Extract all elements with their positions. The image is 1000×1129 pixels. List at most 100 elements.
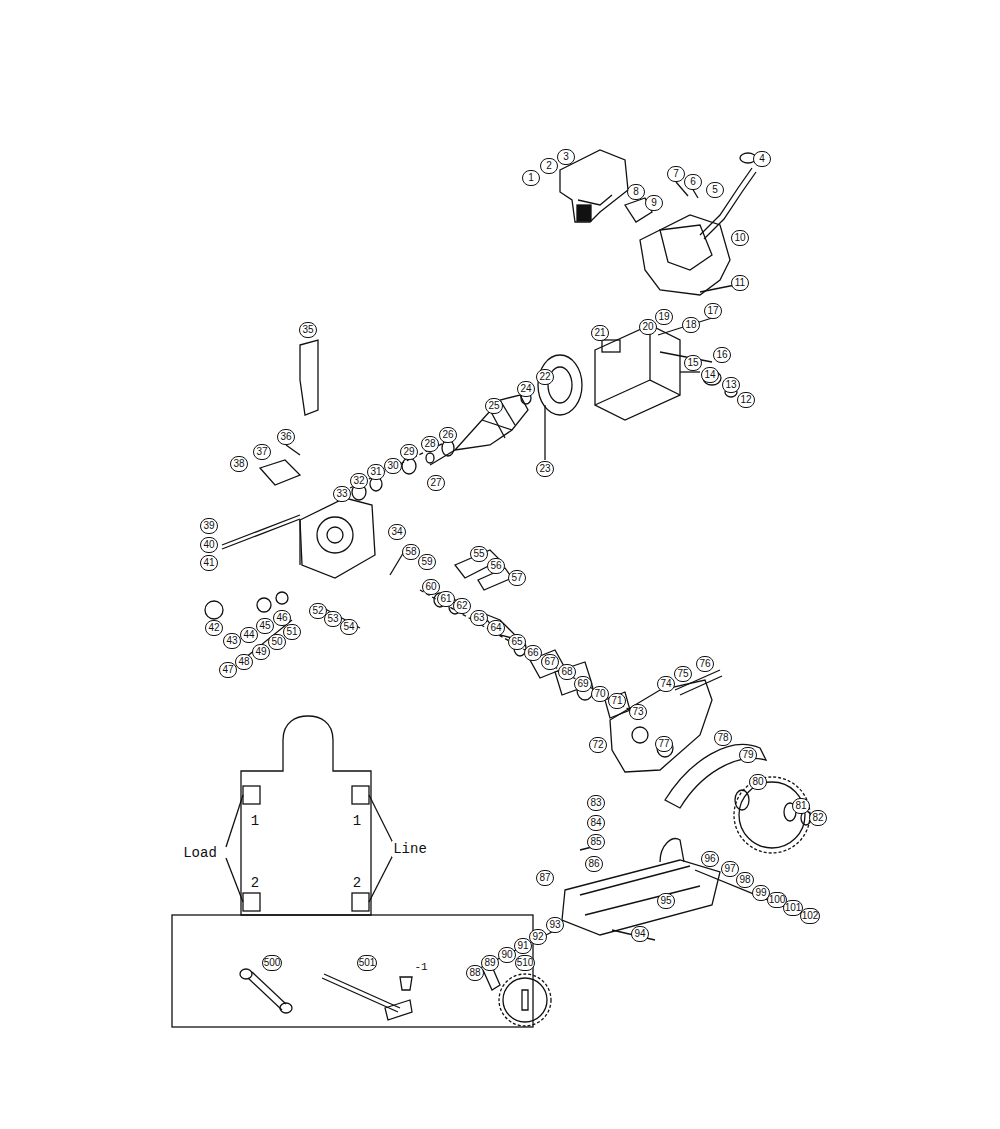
callout-number: 49 xyxy=(252,644,270,660)
callout-number: 34 xyxy=(388,524,406,540)
callout-number: 10 xyxy=(731,230,749,246)
callout-number: 86 xyxy=(585,856,603,872)
callout-number: 47 xyxy=(219,662,237,678)
callout-number: 97 xyxy=(721,861,739,877)
callout-number: 510 xyxy=(515,955,536,971)
callout-number: 501 xyxy=(357,955,378,971)
callout-number: 83 xyxy=(587,795,605,811)
callout-number: 72 xyxy=(589,737,607,753)
callout-number: 65 xyxy=(508,634,526,650)
callout-number: 66 xyxy=(524,645,542,661)
callout-number: 54 xyxy=(340,619,358,635)
callout-number: 41 xyxy=(200,555,218,571)
callout-number: 88 xyxy=(466,965,484,981)
diagram-label: -1 xyxy=(414,961,427,973)
callout-number: 45 xyxy=(256,618,274,634)
callout-number: 21 xyxy=(591,325,609,341)
callout-number: 94 xyxy=(631,926,649,942)
callout-number: 74 xyxy=(657,676,675,692)
callout-number: 81 xyxy=(792,798,810,814)
diagram-label: 2 xyxy=(352,875,362,891)
callout-number: 96 xyxy=(701,851,719,867)
callout-number: 80 xyxy=(749,774,767,790)
callout-number: 67 xyxy=(541,654,559,670)
callout-number: 64 xyxy=(487,620,505,636)
callout-number: 79 xyxy=(739,747,757,763)
callout-number: 69 xyxy=(574,676,592,692)
callout-number: 89 xyxy=(481,955,499,971)
callout-number: 59 xyxy=(418,554,436,570)
diagram-label: 1 xyxy=(352,813,362,829)
callout-number: 12 xyxy=(737,392,755,408)
callout-number: 60 xyxy=(422,579,440,595)
callout-number: 57 xyxy=(508,570,526,586)
callout-number: 22 xyxy=(536,369,554,385)
callout-number: 31 xyxy=(367,464,385,480)
diagram-label: Load xyxy=(182,845,218,861)
callout-number: 90 xyxy=(498,947,516,963)
callout-number: 3 xyxy=(557,149,575,165)
callout-number: 85 xyxy=(587,834,605,850)
callout-number: 25 xyxy=(485,398,503,414)
callout-number: 7 xyxy=(667,166,685,182)
callout-number: 20 xyxy=(639,319,657,335)
callout-number: 68 xyxy=(558,664,576,680)
callout-number: 29 xyxy=(400,444,418,460)
callout-number: 4 xyxy=(753,151,771,167)
callout-number: 33 xyxy=(333,486,351,502)
callout-number: 24 xyxy=(517,381,535,397)
callout-number: 77 xyxy=(655,736,673,752)
callout-number: 14 xyxy=(701,367,719,383)
diagram-label: 2 xyxy=(250,875,260,891)
callout-number: 84 xyxy=(587,815,605,831)
callout-number: 39 xyxy=(200,518,218,534)
callout-number: 17 xyxy=(704,303,722,319)
callout-number: 6 xyxy=(684,174,702,190)
diagram-label: Line xyxy=(392,841,428,857)
callout-number: 23 xyxy=(536,461,554,477)
callout-number: 30 xyxy=(384,458,402,474)
callout-number: 1 xyxy=(522,170,540,186)
diagram-label: 1 xyxy=(250,813,260,829)
callout-number: 48 xyxy=(235,654,253,670)
callout-number: 87 xyxy=(536,870,554,886)
callout-number: 19 xyxy=(655,309,673,325)
callout-number: 15 xyxy=(684,355,702,371)
callout-number: 70 xyxy=(591,686,609,702)
callout-number: 8 xyxy=(627,184,645,200)
callout-number: 98 xyxy=(736,872,754,888)
callout-number: 82 xyxy=(809,810,827,826)
callout-number: 56 xyxy=(487,558,505,574)
callout-number: 50 xyxy=(268,634,286,650)
callout-number: 95 xyxy=(657,893,675,909)
callout-number: 71 xyxy=(608,693,626,709)
callout-number: 11 xyxy=(731,275,749,291)
callout-number: 28 xyxy=(421,436,439,452)
callout-number: 92 xyxy=(529,929,547,945)
callout-number: 27 xyxy=(427,475,445,491)
callout-number: 43 xyxy=(223,633,241,649)
callout-number: 37 xyxy=(253,444,271,460)
callout-number: 93 xyxy=(546,917,564,933)
callout-number: 26 xyxy=(439,427,457,443)
callout-number: 18 xyxy=(682,317,700,333)
callout-number: 40 xyxy=(200,537,218,553)
callout-number: 16 xyxy=(713,347,731,363)
callout-number: 76 xyxy=(696,656,714,672)
callout-number: 38 xyxy=(230,456,248,472)
callout-number: 63 xyxy=(470,610,488,626)
callout-number: 58 xyxy=(402,544,420,560)
callout-number: 73 xyxy=(629,704,647,720)
callout-number: 5 xyxy=(706,182,724,198)
callout-number: 55 xyxy=(470,546,488,562)
callout-number: 78 xyxy=(714,730,732,746)
callout-number: 36 xyxy=(277,429,295,445)
callout-number: 9 xyxy=(645,195,663,211)
callout-number: 62 xyxy=(453,598,471,614)
callout-number: 42 xyxy=(205,620,223,636)
callout-number: 51 xyxy=(283,624,301,640)
callout-number: 500 xyxy=(262,955,283,971)
callout-number: 35 xyxy=(299,322,317,338)
callout-number: 44 xyxy=(240,627,258,643)
callout-number: 32 xyxy=(350,473,368,489)
